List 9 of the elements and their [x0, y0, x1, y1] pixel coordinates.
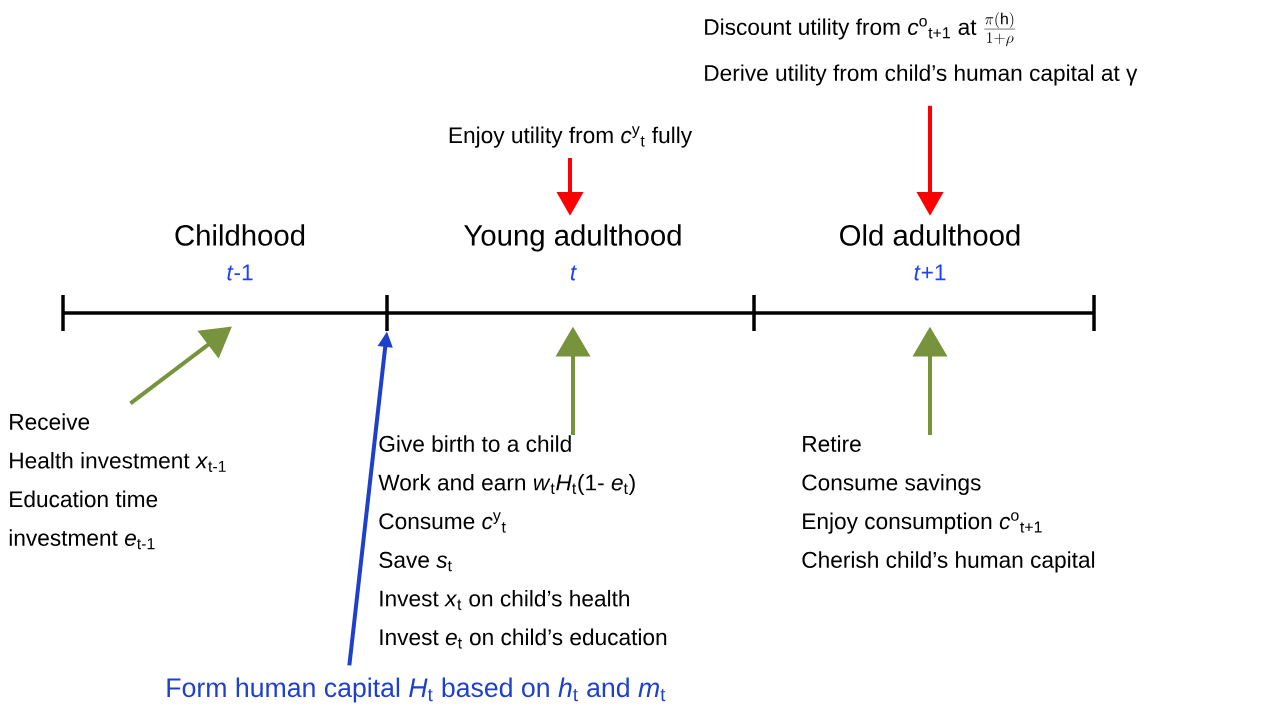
list-text: Receive Health investment x$_{t-1}$ Education time investment e$_{t-1}$ [9, 413, 226, 550]
timeline-period: Old adulthood t+1 [754, 224, 1094, 315]
list-text: Retire Consume savings Enjoy consumption c$^{o}$t+1 Cherish child’s human capital [802, 435, 1095, 573]
annotation-text: Discount utility from c$^{o}$$_{t+1}$ at $\frac{\pi(\mathrm{h})}{1+\rho}$ Derive utility from child’s human capital at γ [705, 12, 1138, 86]
caption-text: Form human capital H$_{t}$ based on h$_{t}$ and m$_{t}$ [167, 677, 666, 703]
list-text: Give birth to a child Work and earn w$_{t}$H$_{t}$(1- e$_{t}$) Consume c$^{y}$t Save s$_{t}$ Invest x$_{t}$ on child’s health Invest e$_{t}$ on child’s education [378, 435, 667, 649]
annotation-text: Enjoy utility from c$^{y}$$_{t}$ fully [449, 126, 693, 148]
timeline-period: Young adulthood t [387, 224, 754, 315]
timeline-period: Childhood t-1 [63, 224, 387, 315]
